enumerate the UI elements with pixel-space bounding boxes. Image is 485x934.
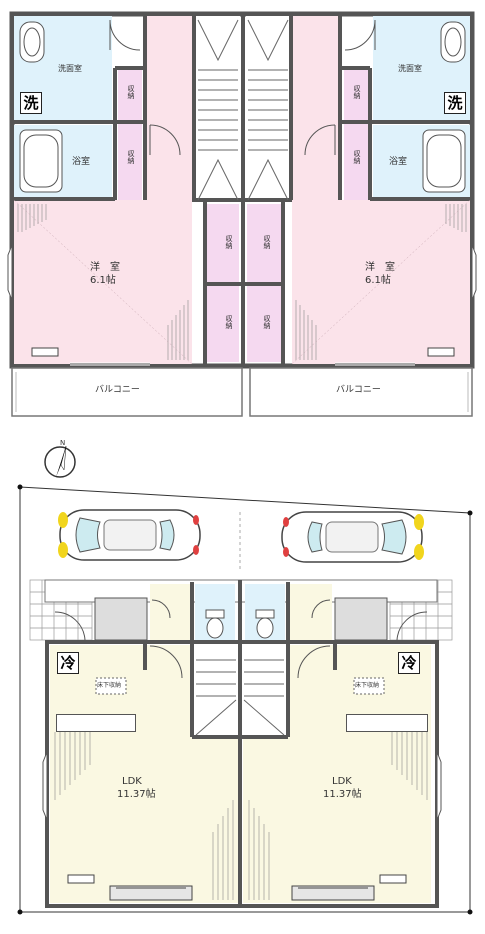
left-ldk-size: 11.37帖	[117, 789, 156, 800]
right-washer-icon: 洗	[444, 92, 466, 114]
right-ldk-name: LDK	[332, 776, 352, 787]
left-balcony	[11, 367, 243, 417]
left-car	[58, 509, 201, 561]
compass-north-label: N	[60, 439, 66, 447]
center-storage-2	[247, 204, 281, 282]
right-storage-fill	[344, 68, 368, 200]
left-under-floor-label: 床下収納	[97, 682, 122, 689]
right-washroom-label: 洗面室	[398, 64, 422, 73]
left-stair	[196, 16, 240, 200]
center-storage-3	[205, 286, 239, 362]
left-hall-fill	[145, 16, 193, 200]
right-room-name: 洋 室	[365, 262, 395, 273]
right-ldk-size: 11.37帖	[323, 789, 362, 800]
left-kitchen-counter	[56, 714, 136, 732]
lower-floor	[17, 484, 473, 915]
left-room-size: 6.1帖	[90, 275, 116, 286]
center-storage-4-label: 収納	[263, 315, 271, 329]
center-storage-2-label: 収納	[263, 235, 271, 249]
left-washer-icon: 洗	[20, 92, 42, 114]
left-bath-label: 浴室	[72, 157, 91, 167]
right-hall-fill	[292, 16, 340, 200]
right-balcony-label: バルコニー	[336, 385, 381, 395]
center-storage-1-label: 収納	[225, 235, 233, 249]
right-car	[281, 511, 424, 563]
left-fridge-icon: 冷	[57, 652, 79, 674]
left-room-name: 洋 室	[90, 262, 120, 273]
left-storage-2-label: 収納	[127, 150, 135, 164]
left-ldk-name: LDK	[122, 776, 142, 787]
compass	[44, 445, 76, 478]
right-bath-label: 浴室	[389, 157, 408, 167]
right-stair	[246, 16, 290, 200]
left-storage-fill	[118, 68, 142, 200]
left-balcony-label: バルコニー	[95, 385, 140, 395]
right-storage-1-label: 収納	[353, 85, 361, 99]
right-under-floor-label: 床下収納	[355, 682, 380, 689]
right-kitchen-counter	[346, 714, 428, 732]
left-washroom-label: 洗面室	[58, 64, 82, 73]
center-storage-1	[205, 204, 239, 282]
center-storage-4	[247, 286, 281, 362]
center-storage-3-label: 収納	[225, 315, 233, 329]
right-balcony	[249, 367, 473, 417]
right-storage-2-label: 収納	[353, 150, 361, 164]
left-storage-1-label: 収納	[127, 85, 135, 99]
right-room-size: 6.1帖	[365, 275, 391, 286]
right-fridge-icon: 冷	[398, 652, 420, 674]
